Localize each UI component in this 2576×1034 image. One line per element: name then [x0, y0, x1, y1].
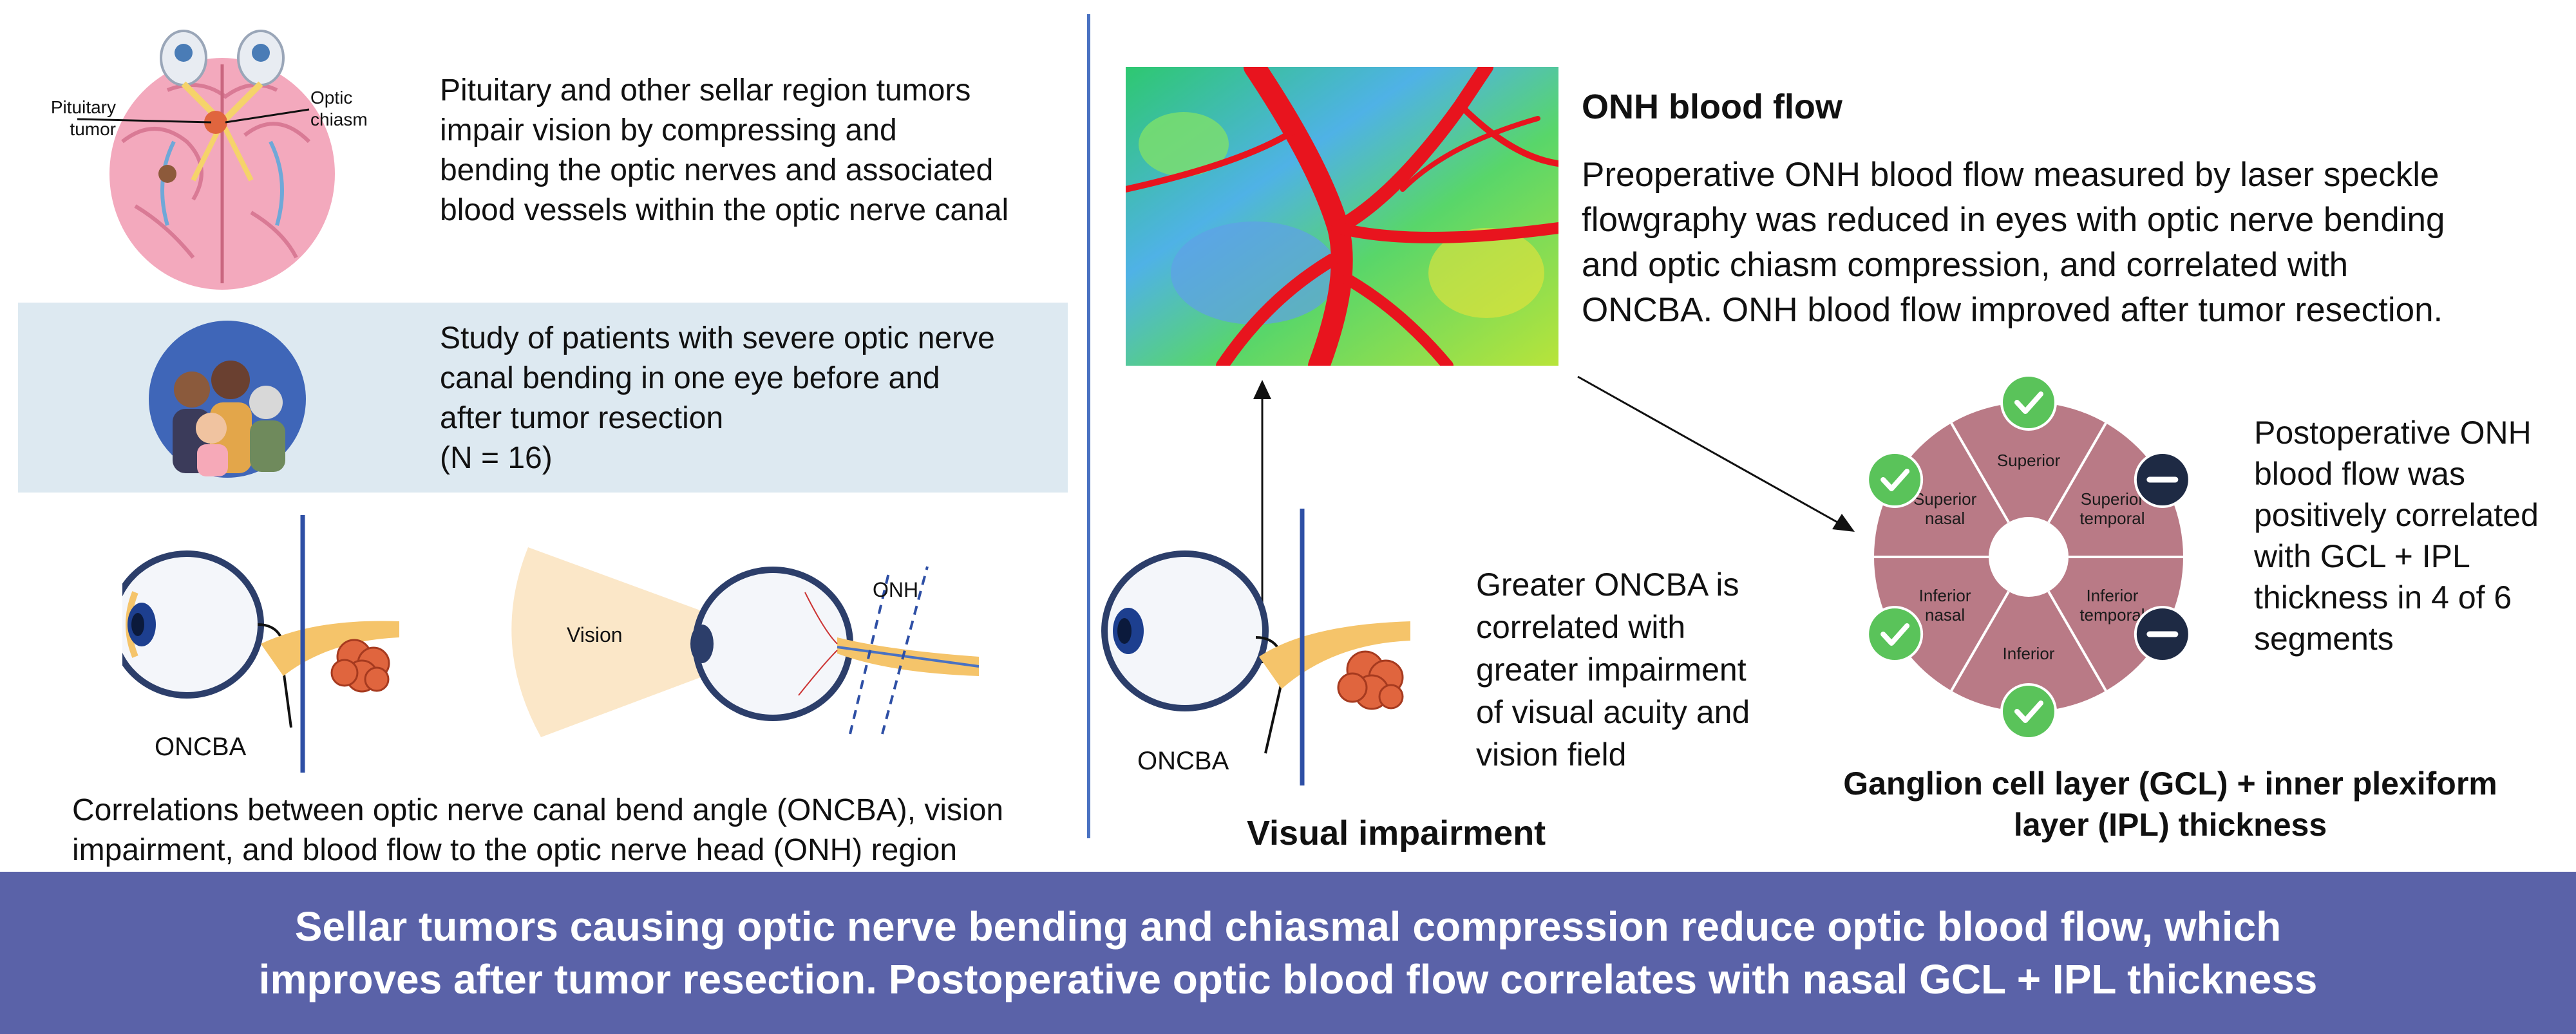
vessel-network [1126, 67, 1558, 366]
study-text: Study of patients with severe optic nerv… [440, 321, 995, 475]
middle-panel: ONCBA Greater ONCBA is correlated with g… [1095, 0, 1868, 869]
summary-footer: Sellar tumors causing optic nerve bendin… [0, 872, 2576, 1034]
segment-divider [1950, 422, 2010, 523]
left-caption: Correlations between optic nerve canal b… [72, 793, 1004, 867]
left-panel: Pituitary tumor Optic chiasm Pituitary a… [0, 0, 1082, 869]
summary-text: Sellar tumors causing optic nerve bendin… [258, 903, 2318, 1002]
tumor-shape [330, 639, 390, 693]
pituitary-tumor-label: Pituitary tumor [50, 97, 116, 139]
panel-divider [1087, 14, 1090, 838]
segment-divider [2047, 422, 2107, 523]
pituitary-tumor-shape [204, 111, 227, 134]
right-panel: ONH blood flow Preoperative ONH blood fl… [1571, 0, 2576, 869]
correlation-text: Greater ONCBA is correlated with greater… [1476, 567, 1750, 773]
check-icon [2000, 683, 2057, 740]
onh-blood-flow-title: ONH blood flow [1582, 88, 1842, 126]
vision-label: Vision [567, 623, 623, 646]
optic-chiasm-label: Optic chiasm [310, 88, 368, 129]
brain-illustration [77, 30, 335, 290]
arrow-diagonal [1577, 375, 1855, 532]
eye-diagram-middle [1101, 509, 1410, 785]
check-mark [2014, 700, 2043, 723]
check-mark [2014, 391, 2043, 414]
segment-label: Superior [1997, 451, 2061, 470]
check-mark [1880, 469, 1910, 491]
check-icon [2000, 374, 2057, 431]
oncba-label-left: ONCBA [155, 733, 247, 761]
eye-diagram-vision [511, 547, 979, 737]
visual-impairment-heading: Visual impairment [1247, 814, 1546, 852]
onh-label: ONH [873, 578, 919, 601]
check-icon [1866, 606, 1924, 663]
blood-flow-map [1126, 67, 1558, 366]
check-mark [1880, 623, 1910, 646]
intro-text: Pituitary and other sellar region tumors… [440, 73, 1009, 227]
patients-group-illustration [149, 321, 306, 478]
onh-description: Preoperative ONH blood flow measured by … [1582, 156, 2445, 329]
segment-divider [1950, 590, 2010, 691]
oncba-label-middle: ONCBA [1137, 747, 1229, 775]
eye-diagram-oncba [122, 515, 399, 773]
vision-cone [511, 547, 721, 737]
postoperative-text: Postoperative ONH blood flow was positiv… [2254, 415, 2539, 657]
segment-label: Inferior [2003, 644, 2055, 663]
ring-caption: Ganglion cell layer (GCL) + inner plexif… [1843, 766, 2497, 843]
segment-divider [2047, 590, 2107, 691]
ring-center [1989, 517, 2069, 597]
check-icon [1866, 451, 1924, 508]
